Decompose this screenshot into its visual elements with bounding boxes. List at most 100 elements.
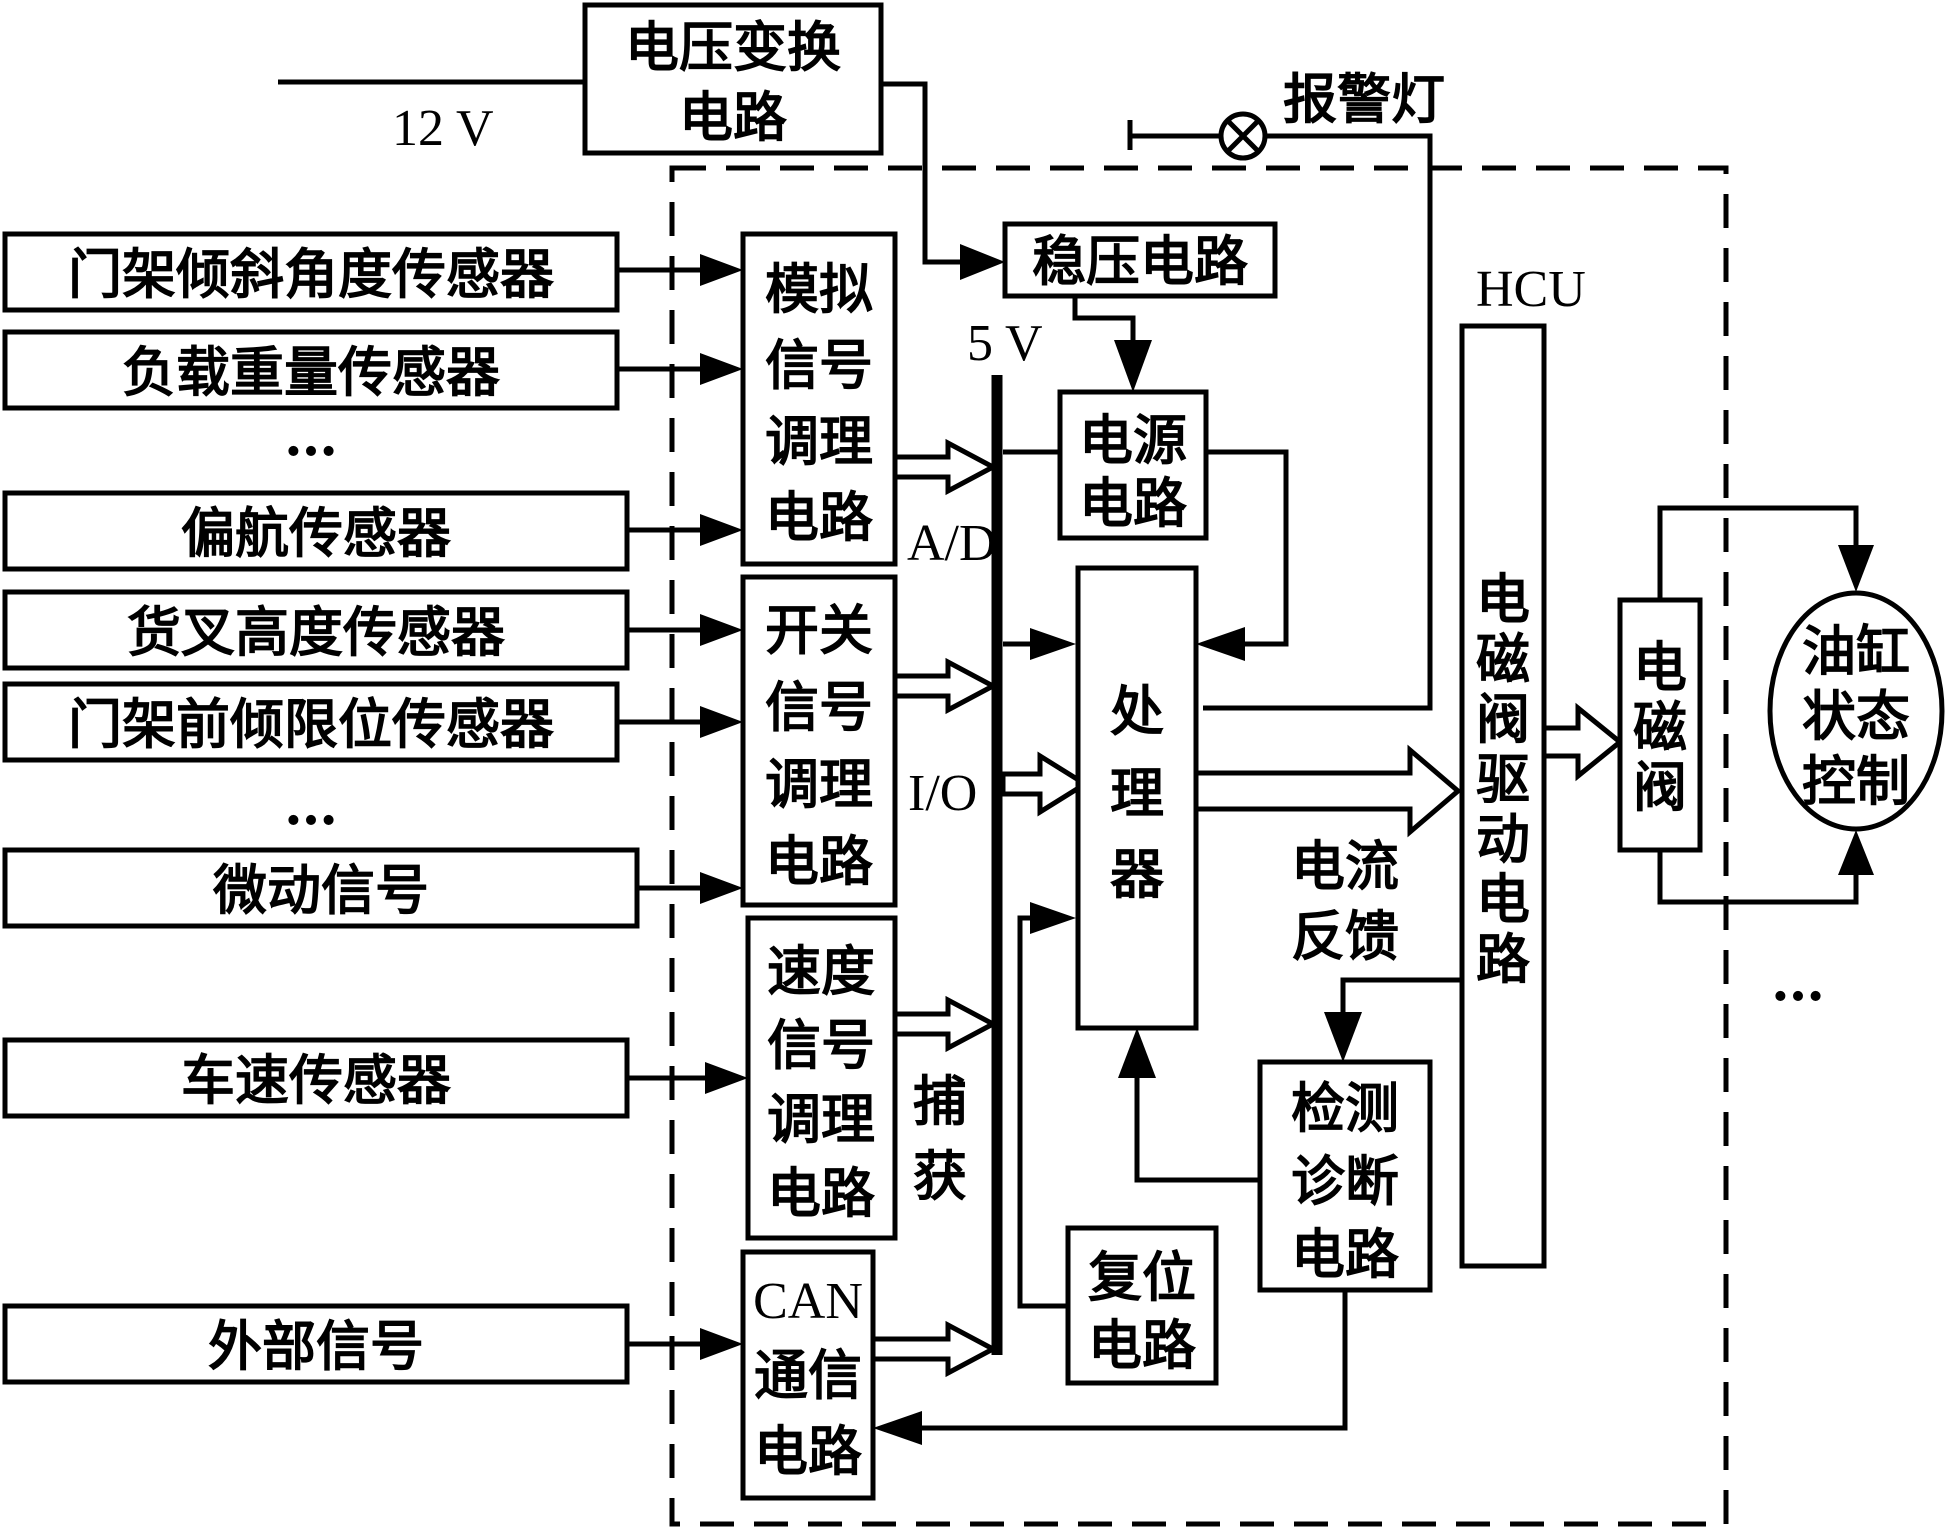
io-label: I/O	[908, 765, 977, 822]
reset-circuit-box	[1065, 1225, 1219, 1386]
hcu-label: HCU	[1476, 261, 1586, 318]
sensor-label-load-weight: 负载重量传感器	[122, 340, 501, 404]
power-circuit-line1: 电源	[1079, 408, 1187, 472]
rail-5v-label: 5 V	[967, 315, 1043, 372]
voltage-conversion-box	[582, 2, 884, 156]
solenoid-valve-line2: 磁	[1633, 695, 1687, 759]
valve-driver-line7: 路	[1476, 927, 1531, 991]
voltage-conversion-line2: 电路	[679, 85, 788, 149]
analog-conditioning-line4: 电路	[765, 485, 874, 549]
valve-driver-line5: 动	[1476, 807, 1530, 871]
hollow-arrow-can	[870, 1320, 999, 1378]
current-feedback-line2: 反馈	[1291, 904, 1399, 968]
alarm-lamp-label: 报警灯	[1283, 67, 1445, 131]
valve-driver-line3: 阀	[1476, 687, 1530, 751]
switch-conditioning-line3: 调理	[765, 752, 873, 816]
sensor-label-tilt-angle: 门架倾斜角度传感器	[68, 242, 555, 306]
arrow-valve-to-cylinder-top	[1838, 545, 1874, 592]
sensor-box-tilt-angle	[2, 231, 620, 313]
ad-label: A/D	[907, 515, 997, 572]
arrow-reset-to-processor	[1030, 902, 1076, 934]
switch-conditioning-line4: 电路	[765, 829, 874, 893]
arrow-valve-to-cylinder-bottom	[1838, 830, 1874, 875]
reset-circuit-line2: 电路	[1088, 1313, 1197, 1377]
analog-conditioning-line3: 调理	[765, 409, 873, 473]
processor-line2: 理	[1110, 761, 1164, 825]
detect-diag-line2: 诊断	[1291, 1149, 1399, 1213]
voltage-conversion-line1: 电压变换	[625, 15, 841, 79]
solenoid-valve-line3: 阀	[1633, 755, 1687, 819]
cylinder-control-line1: 油缸	[1802, 619, 1910, 683]
sensor-label-vehicle-speed: 车速传感器	[181, 1048, 452, 1112]
sensor-arrows	[617, 254, 748, 1360]
capture-label-1: 捕	[913, 1069, 967, 1133]
valve-driver-line1: 电	[1476, 567, 1530, 631]
hollow-arrow-analog	[892, 438, 999, 496]
sensor-box-external	[2, 1303, 630, 1385]
reset-circuit-line1: 复位	[1088, 1245, 1196, 1309]
solenoid-valve-line1: 电	[1633, 635, 1687, 699]
analog-conditioning-box	[740, 231, 898, 567]
regulator-label: 稳压电路	[1032, 229, 1249, 293]
regulator-box	[1002, 221, 1278, 299]
can-circuit-line2: 通信	[754, 1343, 862, 1407]
sensor-label-fork-height: 货叉高度传感器	[127, 600, 506, 664]
hollow-arrow-switch	[892, 657, 999, 715]
solenoid-valve-box	[1617, 597, 1703, 853]
ellipsis-right: …	[1771, 949, 1825, 1013]
power-circuit-line2: 电路	[1079, 471, 1188, 535]
sensor-label-yaw: 偏航传感器	[181, 501, 452, 565]
hcu-boundary	[669, 165, 1729, 1527]
processor-line1: 处	[1110, 679, 1164, 743]
hollow-arrow-driver-to-valve	[1541, 702, 1624, 782]
supply-voltage-label: 12 V	[392, 100, 494, 157]
cylinder-control-line2: 状态	[1802, 684, 1910, 748]
valve-driver-line4: 驱	[1476, 747, 1530, 811]
valve-driver-box	[1459, 323, 1547, 1269]
arrow-power-to-processor	[1196, 627, 1245, 661]
switch-conditioning-box	[740, 574, 898, 908]
arrow-to-regulator	[960, 244, 1005, 280]
arrow-feedback-to-detect	[1324, 1012, 1362, 1062]
detect-diag-box	[1257, 1059, 1433, 1293]
cylinder-control-line3: 控制	[1802, 749, 1910, 813]
hollow-arrow-processor-to-driver	[1193, 744, 1462, 838]
sensor-label-inching: 微动信号	[212, 858, 429, 922]
speed-conditioning-line4: 电路	[767, 1161, 876, 1225]
hollow-arrow-speed	[892, 995, 999, 1053]
valve-driver-line6: 电	[1476, 867, 1530, 931]
arrow-detect-to-can	[873, 1411, 922, 1445]
power-circuit-box	[1057, 389, 1209, 541]
sensor-label-external: 外部信号	[208, 1314, 424, 1378]
sensor-box-yaw	[2, 490, 630, 572]
switch-conditioning-line2: 信号	[765, 675, 873, 739]
detect-diag-line3: 电路	[1291, 1222, 1400, 1286]
analog-conditioning-line1: 模拟	[765, 257, 873, 321]
can-circuit-line1: CAN	[753, 1273, 863, 1330]
arrow-bus-to-processor-ad	[1030, 628, 1076, 660]
speed-conditioning-line1: 速度	[767, 939, 875, 1003]
ellipsis-1: …	[284, 404, 338, 468]
analog-conditioning-line2: 信号	[765, 333, 873, 397]
speed-conditioning-line3: 调理	[767, 1087, 875, 1151]
sensor-box-forward-limit	[2, 681, 620, 763]
can-circuit-box	[740, 1249, 876, 1501]
sensor-box-load-weight	[2, 329, 620, 411]
valve-driver-line2: 磁	[1476, 627, 1530, 691]
switch-conditioning-line1: 开关	[765, 598, 873, 662]
speed-conditioning-line2: 信号	[767, 1013, 875, 1077]
speed-conditioning-box	[745, 915, 898, 1241]
processor-line3: 器	[1110, 842, 1165, 906]
sensor-label-forward-limit: 门架前倾限位传感器	[68, 692, 555, 756]
can-circuit-line3: 电路	[754, 1419, 863, 1483]
sensor-box-inching	[2, 847, 640, 929]
arrow-detect-to-processor	[1118, 1028, 1156, 1078]
detect-diag-line1: 检测	[1291, 1076, 1399, 1140]
hollow-arrow-io	[1000, 751, 1090, 817]
capture-label-2: 获	[913, 1144, 967, 1208]
ellipsis-2: …	[284, 773, 338, 837]
arrow-to-power	[1114, 340, 1152, 392]
current-feedback-line1: 电流	[1291, 834, 1399, 898]
sensor-box-fork-height	[2, 589, 630, 671]
